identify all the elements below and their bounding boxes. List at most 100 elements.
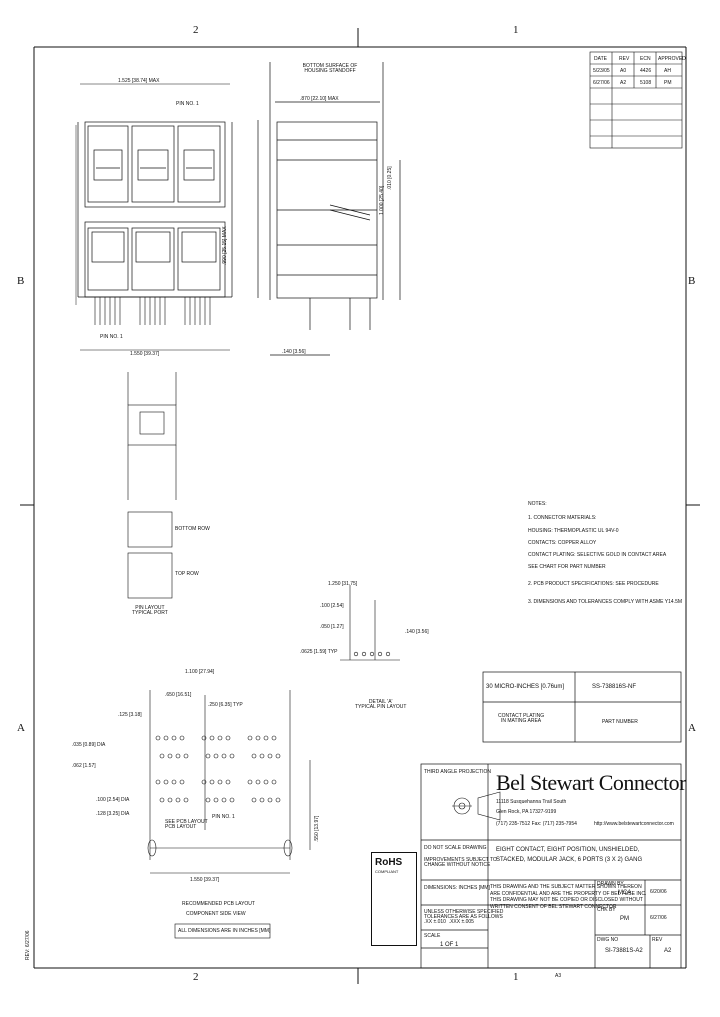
rev-row-2-rev: A2 xyxy=(620,80,627,86)
zone-bottom-left: 2 xyxy=(193,971,199,983)
title-footer: A3 xyxy=(555,973,562,979)
revision-table xyxy=(589,51,683,149)
pcb-note-2: COMPONENT SIDE VIEW xyxy=(186,911,246,917)
pin-layout-detail xyxy=(340,585,400,661)
rev-header-ecn: ECN xyxy=(640,56,651,62)
note-line: 3. DIMENSIONS AND TOLERANCES COMPLY WITH… xyxy=(528,599,683,605)
rev-row-1-rev: A0 xyxy=(620,68,627,74)
title-address-1: 11118 Susquehanna Trail South xyxy=(496,799,567,805)
note-line: CONTACT PLATING: SELECTIVE GOLD IN CONTA… xyxy=(528,552,667,558)
pin-dim-5: .0625 [1.59] TYP xyxy=(300,649,338,655)
title-address-2: Glen Rock, PA 17327-9199 xyxy=(496,809,557,815)
projection-symbol xyxy=(452,791,501,821)
note-line: SEE CHART FOR PART NUMBER xyxy=(528,564,606,570)
title-dwg-no: SI-73881S-A2 xyxy=(605,948,643,954)
title-scale: 1 OF 1 xyxy=(440,942,459,948)
pcb-width: 1.550 [39.37] xyxy=(190,877,220,883)
pcb-holes-a: .035 [0.89] DIA xyxy=(72,742,106,748)
pin-dim-1: 1.250 [31.75] xyxy=(328,581,358,587)
pcb-dim-2: .650 [16.51] xyxy=(165,692,192,698)
dim-bottom-width: 1.550 [39.37] xyxy=(130,351,160,357)
pcb-pin-1-label: PIN NO. 1 xyxy=(212,814,235,820)
pcb-holes-c: .128 [3.25] DIA xyxy=(96,811,130,817)
dim-tolerance: .010 [0.25] xyxy=(387,166,393,190)
rev-header-appr: APPROVED xyxy=(658,56,686,62)
rev-header-rev: REV xyxy=(619,56,630,62)
pin-layout-label: DETAIL 'A' TYPICAL PIN LAYOUT xyxy=(355,699,407,710)
title-projection: THIRD ANGLE PROJECTION xyxy=(424,769,491,775)
pin-dim-3: .050 [1.27] xyxy=(320,624,344,630)
label-pin-1-bottom: PIN NO. 1 xyxy=(100,334,123,340)
pcb-holes-b: .100 [2.54] DIA xyxy=(96,797,130,803)
title-tolerances: UNLESS OTHERWISE SPECIFIED TOLERANCES AR… xyxy=(424,909,504,925)
rev-row-1-appr: AH xyxy=(664,68,671,74)
dim-standoff: 1.000 [25.40] xyxy=(379,185,385,215)
dim-lead-length: .140 [3.56] xyxy=(282,349,306,355)
pcb-note-1: RECOMMENDED PCB LAYOUT xyxy=(182,901,255,907)
front-view-pins xyxy=(94,297,211,325)
title-chk-date: 6/27/06 xyxy=(650,915,667,921)
title-dwg-label: DWG NO xyxy=(597,937,619,943)
title-drawn-label: DRAWN BY xyxy=(597,881,624,887)
title-mandatory: IMPROVEMENTS SUBJECT TO CHANGE WITHOUT N… xyxy=(424,857,497,868)
dim-depth: .870 [22.10] MAX xyxy=(300,96,339,102)
title-drawn-value: MCA xyxy=(618,890,632,896)
title-rev-label: REV xyxy=(652,937,663,943)
rev-row-2-appr: PM xyxy=(664,80,672,86)
title-do-not-scale: DO NOT SCALE DRAWING xyxy=(424,845,487,851)
dim-height: .990 [25.15] MAX xyxy=(222,226,228,265)
pcb-height: .550 [13.97] xyxy=(314,815,320,842)
zone-top-right: 1 xyxy=(513,24,519,36)
note-line: CONTACTS: COPPER ALLOY xyxy=(528,540,597,546)
title-scale-label: SCALE xyxy=(424,933,441,939)
pcb-dim-1: 1.100 [27.94] xyxy=(185,669,215,675)
title-address-3: (717) 235-7512 Fax: (717) 235-7954 xyxy=(496,821,577,827)
pcb-holes xyxy=(155,735,281,803)
label-bottom-row: BOTTOM ROW xyxy=(175,526,210,532)
title-company: Bel Stewart Connector xyxy=(496,770,686,795)
title-website: http://www.belstewartconnector.com xyxy=(594,821,674,827)
pcb-dim-3: .125 [3.18] xyxy=(118,712,142,718)
pcb-dim-4: .250 [6.35] TYP xyxy=(208,702,243,708)
rohs-sub: COMPLIANT xyxy=(375,869,399,874)
part-table xyxy=(482,671,682,743)
zone-top-left: 2 xyxy=(193,24,199,36)
zone-right-b: B xyxy=(688,275,696,287)
zone-left-a: A xyxy=(17,722,25,734)
title-rev: A2 xyxy=(664,948,672,954)
title-chk-value: PM xyxy=(620,916,629,922)
zone-right-a: A xyxy=(688,722,696,734)
front-view xyxy=(77,121,233,298)
title-proprietary: THIS DRAWING AND THE SUBJECT MATTER SHOW… xyxy=(490,884,647,910)
pcb-dim-5: .062 [1.57] xyxy=(72,763,96,769)
title-units: DIMENSIONS: INCHES [MM] xyxy=(424,885,490,891)
rev-row-1-date: 5/23/05 xyxy=(593,68,610,74)
side-view xyxy=(257,62,401,356)
label-bottom-surface: BOTTOM SURFACE OF HOUSING STANDOFF xyxy=(302,63,358,74)
rev-row-2-date: 6/27/06 xyxy=(593,80,610,86)
note-line: 1. CONNECTOR MATERIALS: xyxy=(528,515,597,521)
pcb-layout xyxy=(147,690,311,874)
part-table-part-number: SS-738816S-NF xyxy=(592,684,637,690)
label-terminal-pin: PIN LAYOUT TYPICAL PORT xyxy=(132,605,168,616)
note-line: HOUSING: THERMOPLASTIC UL 94V-0 xyxy=(528,528,619,534)
title-description: EIGHT CONTACT, EIGHT POSITION, UNSHIELDE… xyxy=(496,847,643,863)
label-top-row: TOP ROW xyxy=(175,571,199,577)
label-pin-1-top: PIN NO. 1 xyxy=(176,101,199,107)
part-table-col1: CONTACT PLATING IN MATING AREA xyxy=(498,713,545,724)
title-block xyxy=(420,763,682,969)
note-line: 2. PCB PRODUCT SPECIFICATIONS: SEE PROCE… xyxy=(528,581,659,587)
pcb-view-label: SEE PCB LAYOUT PCB LAYOUT xyxy=(165,819,208,830)
pin-dim-2: .100 [2.54] xyxy=(320,603,344,609)
title-drawn-date: 6/20/06 xyxy=(650,889,667,895)
notes-title: NOTES: xyxy=(528,501,547,507)
pcb-note-3: ALL DIMENSIONS ARE IN INCHES [MM] xyxy=(178,928,271,934)
side-revision-note: REV: 6/27/06 xyxy=(25,930,31,960)
rev-header-date: DATE xyxy=(594,56,607,62)
front-dim-lines xyxy=(75,83,230,351)
zone-bottom-right: 1 xyxy=(513,971,519,983)
pin-dim-4: .140 [3.56] xyxy=(405,629,429,635)
dim-overall-width: 1.525 [38.74] MAX xyxy=(118,78,160,84)
rev-row-1-ecn: 4426 xyxy=(640,68,652,74)
